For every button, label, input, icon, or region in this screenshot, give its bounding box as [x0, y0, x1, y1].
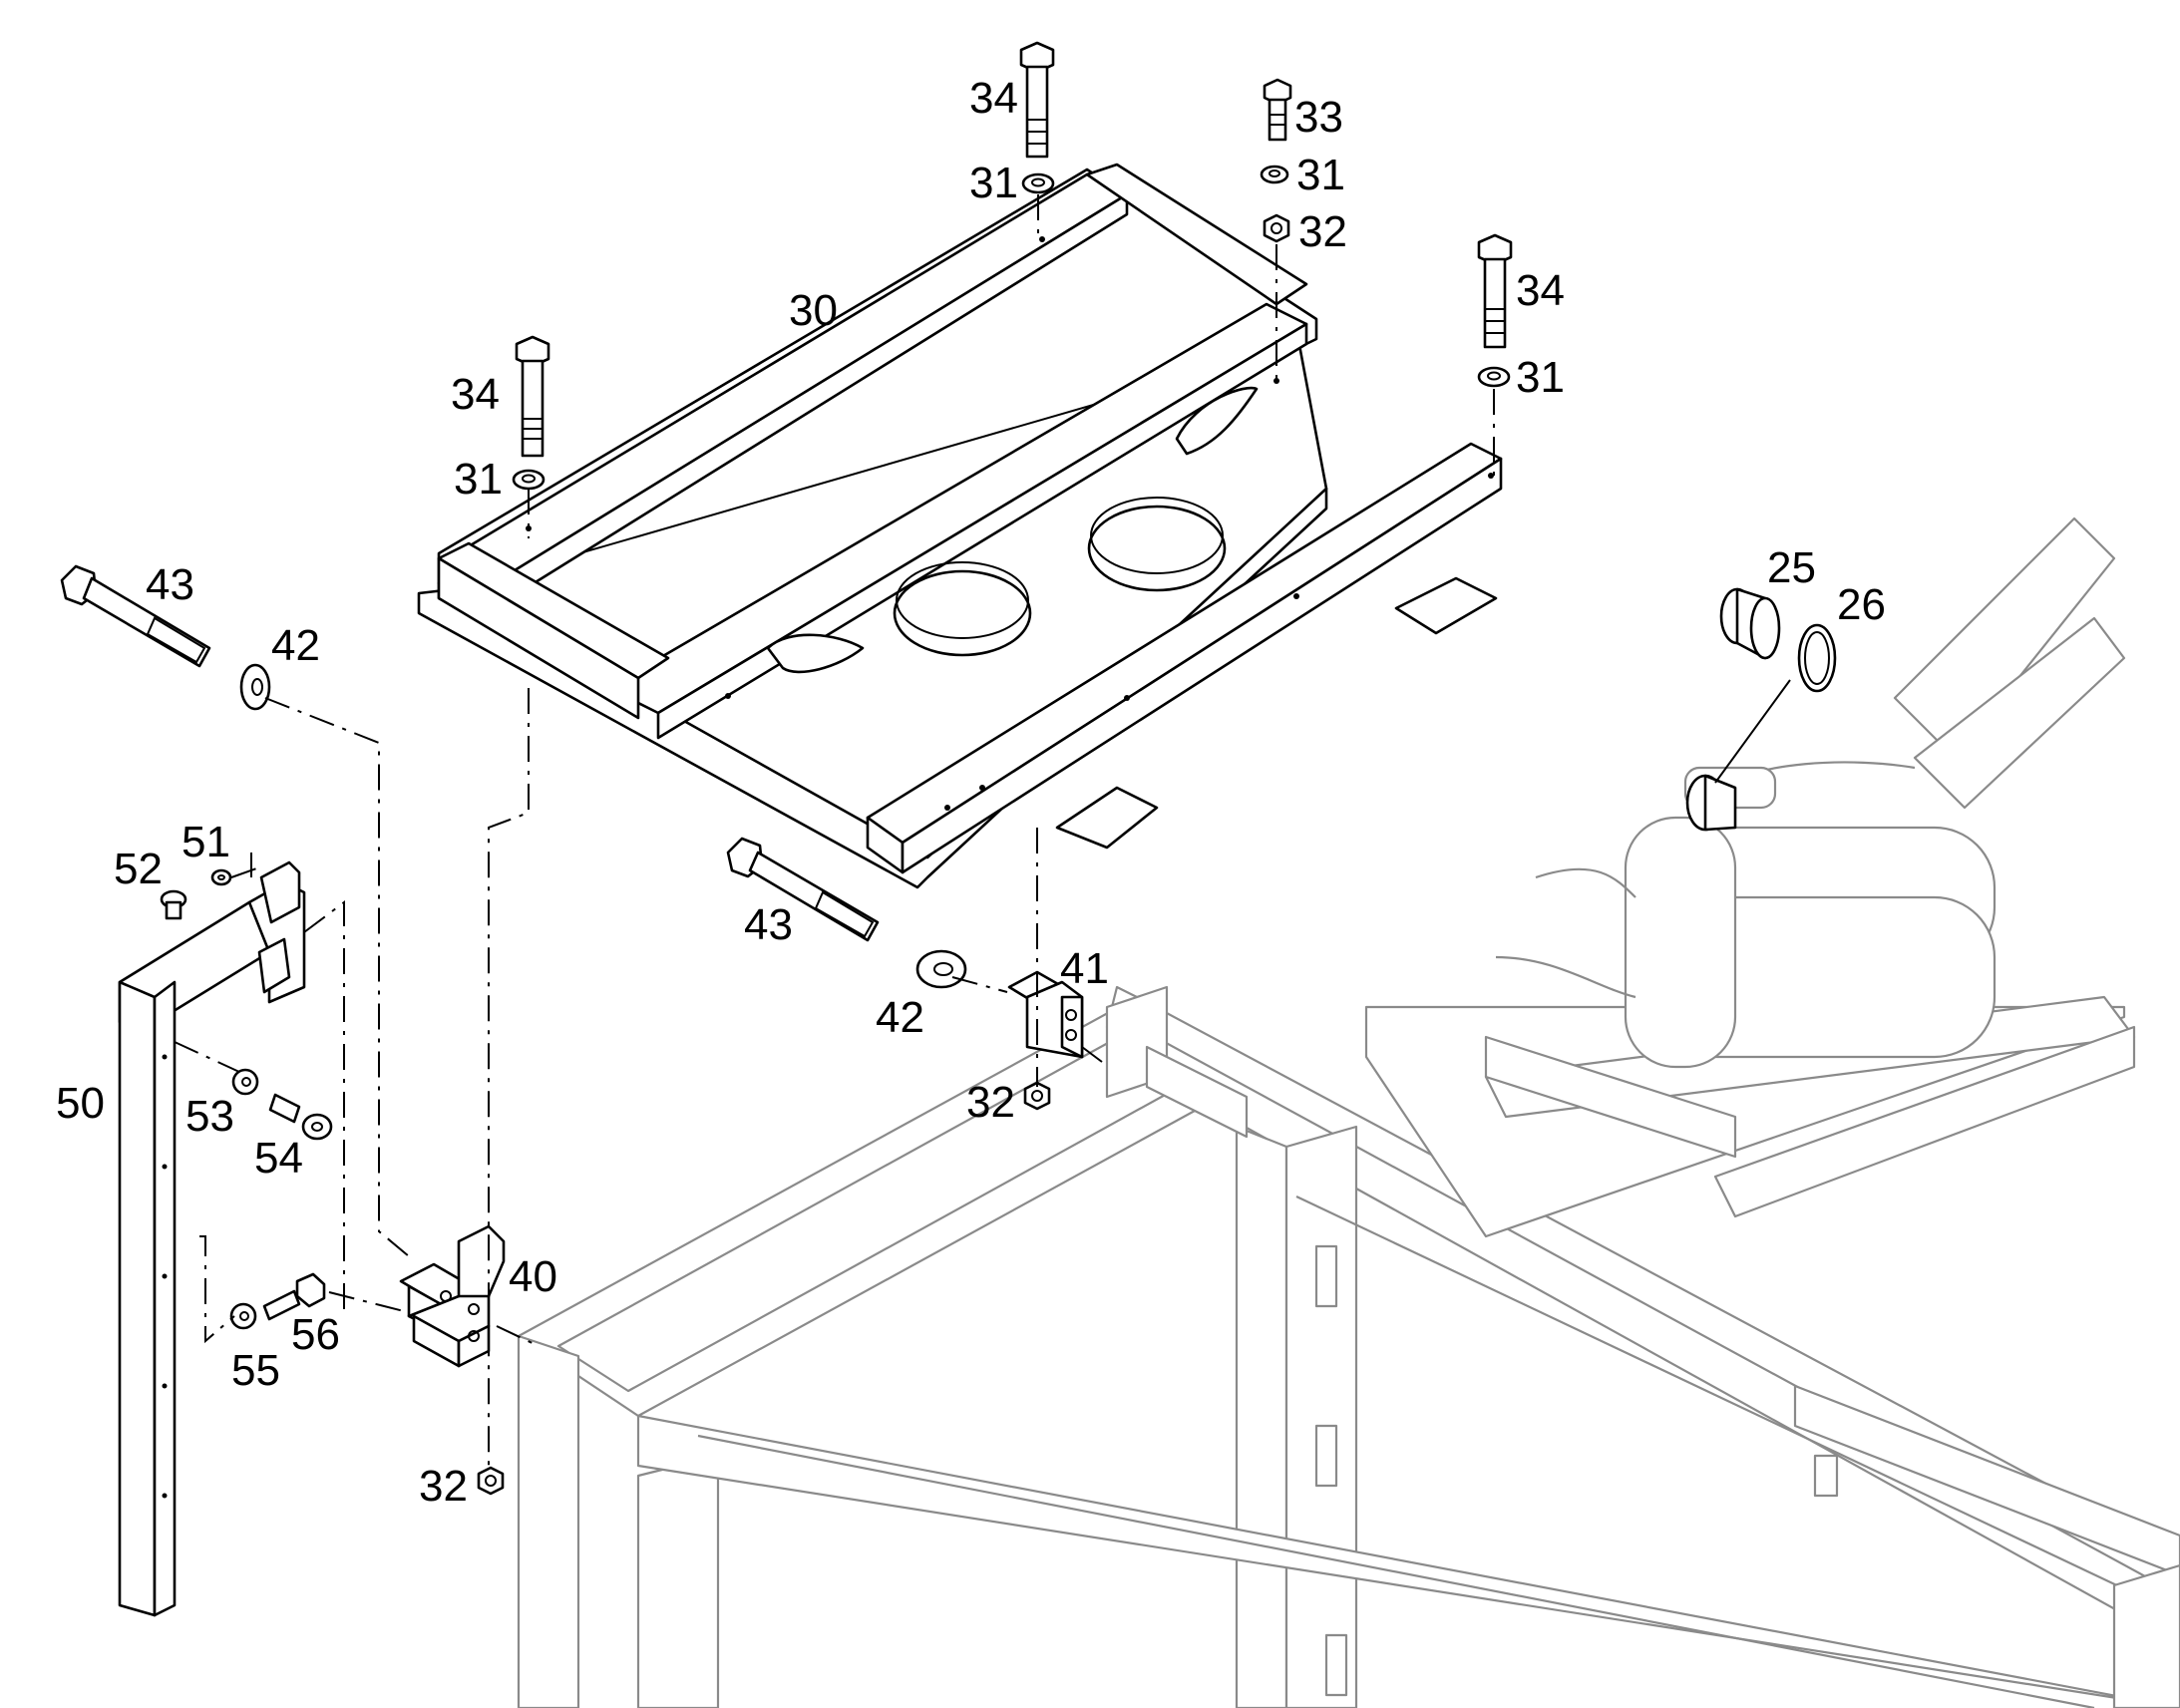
bolt-33	[1263, 78, 1292, 142]
washers-31	[512, 165, 1511, 491]
callout-43-left: 43	[146, 560, 194, 609]
callout-26: 26	[1837, 580, 1886, 629]
callout-40: 40	[509, 1252, 557, 1301]
callout-34-right: 34	[1516, 266, 1565, 315]
exhaust-assembly-context	[1364, 516, 2136, 1238]
callout-25: 25	[1767, 543, 1816, 592]
callout-50: 50	[56, 1079, 105, 1128]
callout-55: 55	[231, 1346, 280, 1395]
callout-labels: 25 26 30 31 31 31 31 32 32 32 33 34 34 3…	[56, 74, 1886, 1511]
sleeve-25	[1719, 587, 1781, 660]
callout-31-top: 31	[969, 159, 1018, 207]
callout-33: 33	[1294, 93, 1343, 142]
bolt-34-left	[515, 335, 550, 458]
callout-43-center: 43	[744, 900, 793, 949]
long-bolt-43-center	[726, 837, 880, 942]
exhaust-inlet-context	[1685, 774, 1737, 832]
washer-53	[231, 1068, 259, 1096]
screw-52	[160, 889, 187, 920]
leader-lines	[1714, 679, 1791, 784]
bolt-56	[262, 1272, 326, 1321]
callout-31-mid: 31	[1296, 151, 1345, 199]
deck-plate-part-30	[417, 163, 1503, 889]
washer-55	[229, 1302, 257, 1330]
long-bolt-43-left	[60, 564, 211, 668]
callout-31-right: 31	[1516, 353, 1565, 402]
callout-52: 52	[114, 845, 163, 893]
callout-31-left: 31	[454, 455, 503, 504]
callout-42-left: 42	[271, 621, 320, 670]
vehicle-frame-context	[517, 985, 2180, 1708]
callout-42-center: 42	[876, 993, 924, 1042]
callout-34-left: 34	[451, 370, 500, 419]
post-50	[118, 860, 306, 1617]
callout-53: 53	[185, 1092, 234, 1141]
socket-screw-54	[268, 1093, 333, 1141]
callout-41: 41	[1060, 944, 1109, 993]
nuts-32	[477, 213, 1290, 1496]
bolt-34-right	[1477, 233, 1513, 349]
bolt-34-top	[1019, 41, 1055, 159]
washer-51	[210, 868, 232, 886]
callout-56: 56	[291, 1310, 340, 1359]
bracket-41	[1007, 970, 1084, 1059]
clamp-26	[1797, 623, 1837, 693]
callout-54: 54	[254, 1134, 303, 1183]
callout-32-top: 32	[1298, 207, 1347, 256]
callout-30: 30	[789, 286, 838, 335]
callout-51: 51	[182, 818, 230, 866]
assembly-center-lines	[174, 194, 1495, 1466]
callout-34-top: 34	[969, 74, 1018, 123]
callout-32-bottom: 32	[419, 1462, 468, 1511]
callout-32-center: 32	[966, 1078, 1015, 1127]
